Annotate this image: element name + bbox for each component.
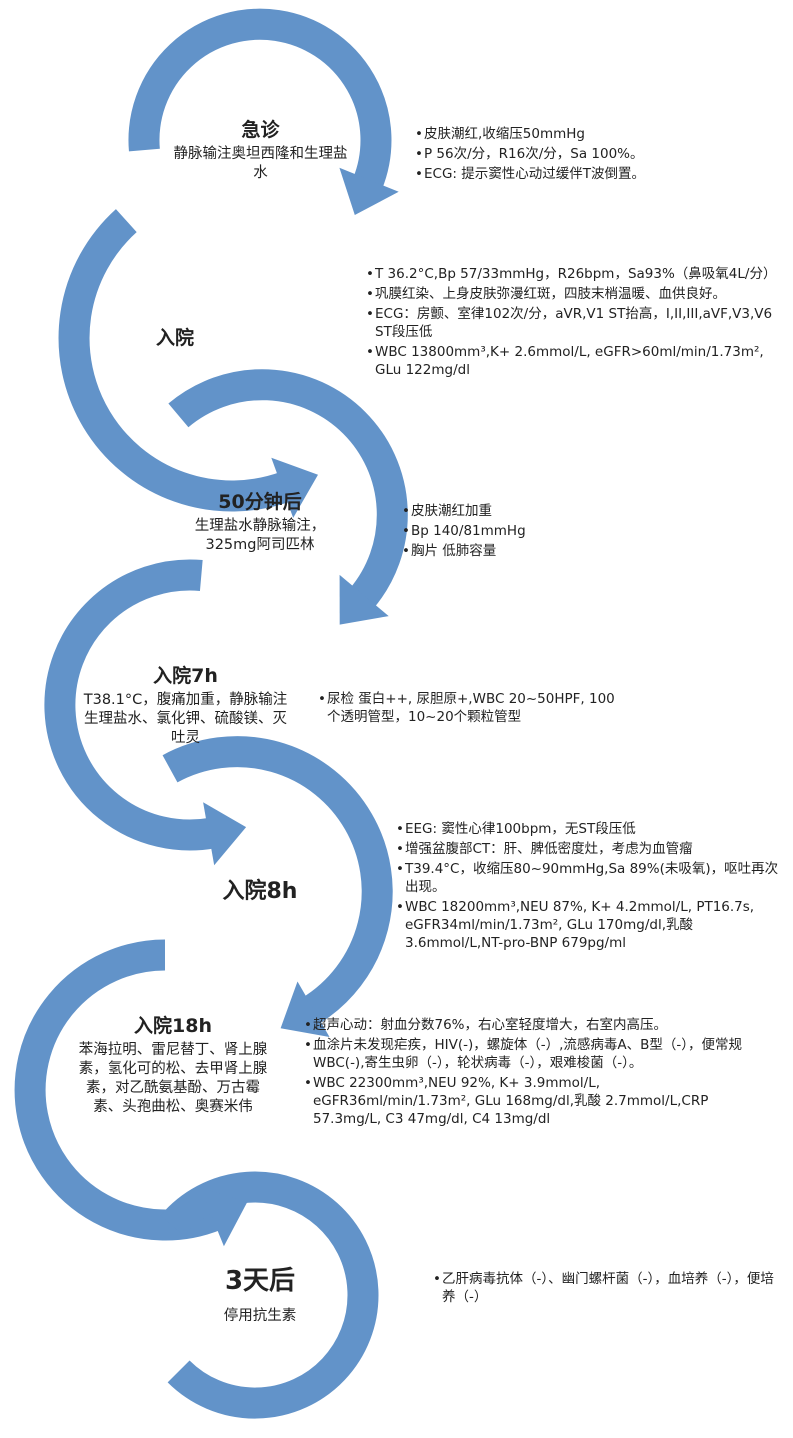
stage-18h: 入院18h 苯海拉明、雷尼替丁、肾上腺素，氢化可的松、去甲肾上腺素，对乙酰氨基酚… [78, 1014, 268, 1117]
stage-title: 入院8h [222, 879, 298, 904]
arrow-arc [162, 736, 393, 1025]
stage-detail: 苯海拉明、雷尼替丁、肾上腺素，氢化可的松、去甲肾上腺素，对乙酰氨基酚、万古霉素、… [78, 1042, 268, 1115]
note-item: 巩膜红染、上身皮肤弥漫红斑，四肢末梢温暖、血供良好。 [366, 285, 776, 303]
stage-detail: T38.1°C，腹痛加重，静脉输注生理盐水、氯化钾、硫酸镁、灭吐灵 [83, 692, 288, 746]
note-item: WBC 13800mm³,K+ 2.6mmol/L, eGFR>60ml/min… [366, 343, 776, 379]
arrow-head [199, 1187, 248, 1247]
note-item: 血涂片未发现疟疾，HIV(-)，螺旋体（-）,流感病毒A、B型（-），便常规WB… [304, 1036, 754, 1072]
arrow-arc [58, 209, 292, 512]
stage-notes-admission: T 36.2°C,Bp 57/33mmHg，R26bpm，Sa93%（鼻吸氧4L… [366, 265, 776, 381]
note-item: 超声心动：射血分数76%，右心室轻度增大，右室内高压。 [304, 1016, 754, 1034]
stage-er: 急诊 静脉输注奥坦西隆和生理盐水 [168, 118, 353, 183]
stage-title: 入院18h [134, 1015, 212, 1037]
note-item: WBC 18200mm³,NEU 87%, K+ 4.2mmol/L, PT16… [396, 898, 786, 952]
note-item: 增强盆腹部CT：肝、脾低密度灶，考虑为血管瘤 [396, 840, 786, 858]
arrow-head [339, 167, 399, 215]
arrow-arc [128, 8, 392, 190]
stage-notes-er: 皮肤潮红,收缩压50mmHg P 56次/分，R16次/分，Sa 100%。 E… [415, 125, 735, 185]
note-item: 乙肝病毒抗体（-）、幽门螺杆菌（-），血培养（-），便培养（-） [433, 1270, 778, 1306]
arrow-head [203, 802, 247, 866]
arrow-arc [168, 369, 408, 609]
stage-detail: 停用抗生素 [223, 1308, 297, 1324]
stage-notes-8h: EEG: 窦性心律100bpm，无ST段压低 增强盆腹部CT：肝、脾低密度灶，考… [396, 820, 786, 954]
stage-title: 入院7h [153, 665, 218, 687]
stage-notes-18h: 超声心动：射血分数76%，右心室轻度增大，右室内高压。 血涂片未发现疟疾，HIV… [304, 1016, 754, 1130]
note-item: ECG: 提示窦性心动过缓伴T波倒置。 [415, 165, 735, 183]
note-item: Bp 140/81mmHg [402, 522, 652, 540]
stage-50min: 50分钟后 生理盐水静脉输注，325mg阿司匹林 [180, 490, 340, 555]
note-item: EEG: 窦性心律100bpm，无ST段压低 [396, 820, 786, 838]
stage-notes-7h: 尿检 蛋白++, 尿胆原+,WBC 20~50HPF, 100个透明管型，10~… [318, 690, 618, 728]
note-item: 皮肤潮红加重 [402, 502, 652, 520]
stage-admission: 入院 [120, 326, 230, 350]
arrow-arc [14, 939, 222, 1241]
note-item: WBC 22300mm³,NEU 92%, K+ 3.9mmol/L, eGFR… [304, 1074, 754, 1128]
stage-detail: 生理盐水静脉输注，325mg阿司匹林 [194, 518, 326, 553]
stage-title: 50分钟后 [218, 491, 302, 513]
note-item: ECG：房颤、室律102次/分，aVR,V1 ST抬高，I,II,III,aVF… [366, 305, 776, 341]
arrow-head [339, 574, 389, 625]
arrow-arc [160, 1171, 379, 1419]
note-item: T 36.2°C,Bp 57/33mmHg，R26bpm，Sa93%（鼻吸氧4L… [366, 265, 776, 283]
stage-3days: 3天后 停用抗生素 [205, 1265, 315, 1326]
note-item: P 56次/分，R16次/分，Sa 100%。 [415, 145, 735, 163]
stage-8h: 入院8h [200, 878, 320, 906]
stage-7h: 入院7h T38.1°C，腹痛加重，静脉输注生理盐水、氯化钾、硫酸镁、灭吐灵 [78, 664, 293, 748]
stage-title: 入院 [155, 327, 194, 349]
note-item: 皮肤潮红,收缩压50mmHg [415, 125, 735, 143]
stage-notes-50min: 皮肤潮红加重 Bp 140/81mmHg 胸片 低肺容量 [402, 502, 652, 562]
note-item: 胸片 低肺容量 [402, 542, 652, 560]
stage-notes-3days: 乙肝病毒抗体（-）、幽门螺杆菌（-），血培养（-），便培养（-） [433, 1270, 778, 1308]
note-item: 尿检 蛋白++, 尿胆原+,WBC 20~50HPF, 100个透明管型，10~… [318, 690, 618, 726]
stage-detail: 静脉输注奥坦西隆和生理盐水 [173, 146, 348, 181]
stage-title: 急诊 [241, 119, 280, 141]
stage-title: 3天后 [224, 1266, 296, 1296]
arrow-head [271, 457, 318, 518]
note-item: T39.4°C，收缩压80~90mmHg,Sa 89%(未吸氧)，呕吐再次出现。 [396, 860, 786, 896]
arrow-arc [44, 559, 216, 851]
